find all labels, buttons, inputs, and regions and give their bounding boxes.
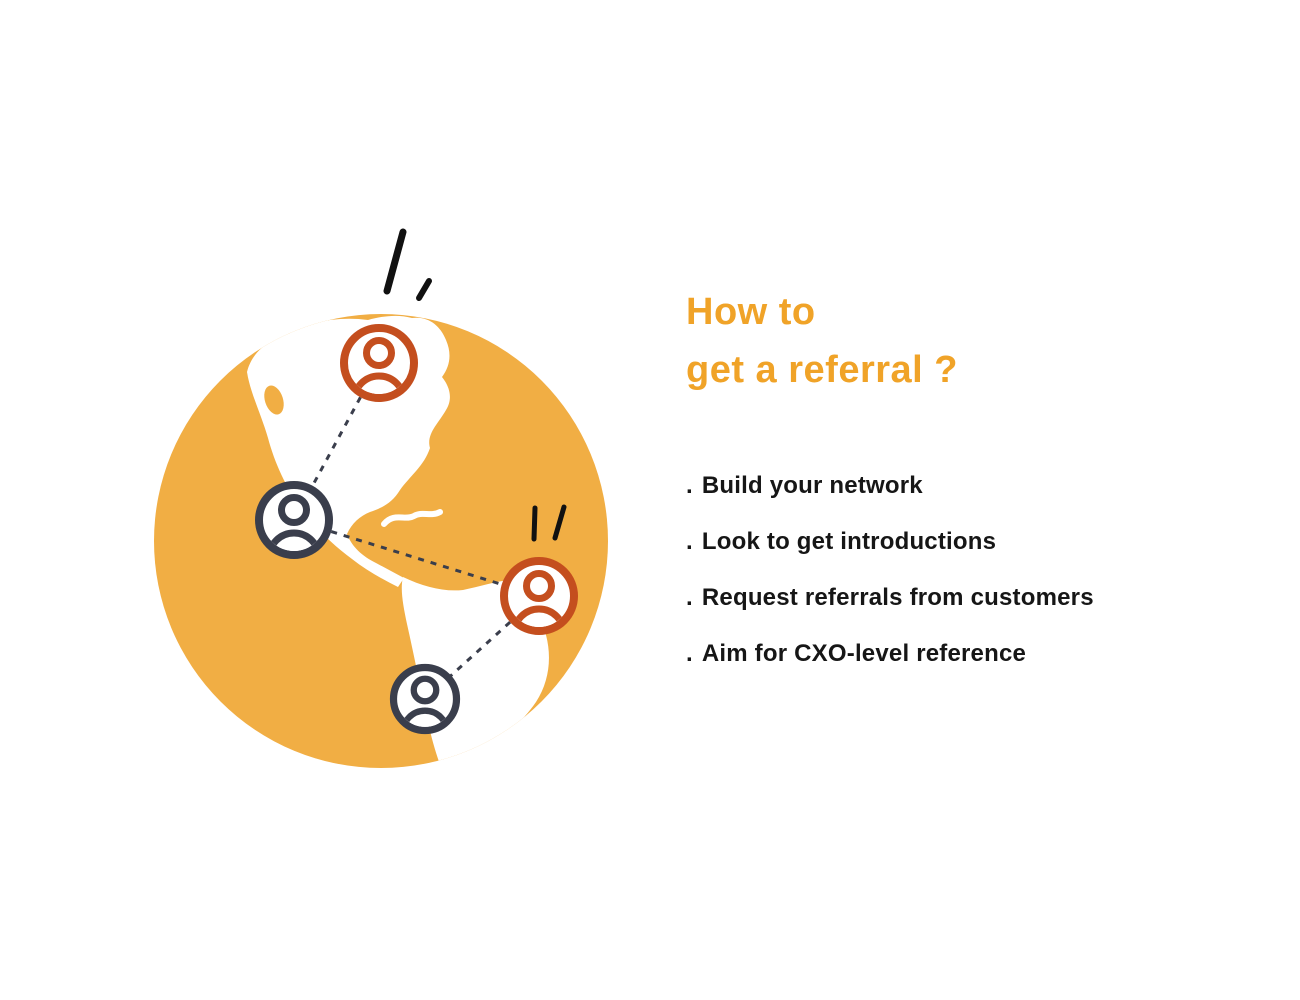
person-south-icon	[389, 663, 461, 735]
list-item-label: Request referrals from customers	[701, 584, 1094, 611]
referral-tips-list: . Build your network . Look to get introdu…	[686, 474, 1094, 698]
list-item-label: Aim for CXO-level reference	[701, 640, 1027, 667]
title-line-2: get a referral ?	[686, 349, 958, 391]
hudson-bay	[264, 385, 284, 415]
bullet-dot: .	[686, 640, 693, 667]
person-east-icon	[500, 557, 578, 635]
sparkle-top-long	[383, 228, 407, 295]
list-item: . Build your network	[686, 474, 1094, 498]
person-west-icon	[255, 481, 333, 559]
bullet-dot: .	[686, 472, 693, 499]
list-item-label: Look to get introductions	[701, 528, 997, 555]
bullet-dot: .	[686, 528, 693, 555]
sparkle-top-short	[416, 278, 432, 301]
list-item: . Look to get introductions	[686, 530, 1094, 554]
bullet-dot: .	[686, 584, 693, 611]
caribbean-islands	[381, 509, 443, 527]
sparkle-strokes	[383, 228, 567, 542]
sparkle-east-left	[531, 505, 538, 542]
title-line-1: How to	[686, 291, 816, 333]
list-item: . Request referrals from customers	[686, 586, 1094, 610]
person-north-icon	[340, 324, 418, 402]
page-title: How to get a referral ?	[686, 283, 958, 399]
sparkle-east-right	[552, 504, 567, 541]
connector-west-east	[293, 518, 540, 598]
list-item: . Aim for CXO-level reference	[686, 642, 1094, 666]
list-item-label: Build your network	[701, 472, 923, 499]
